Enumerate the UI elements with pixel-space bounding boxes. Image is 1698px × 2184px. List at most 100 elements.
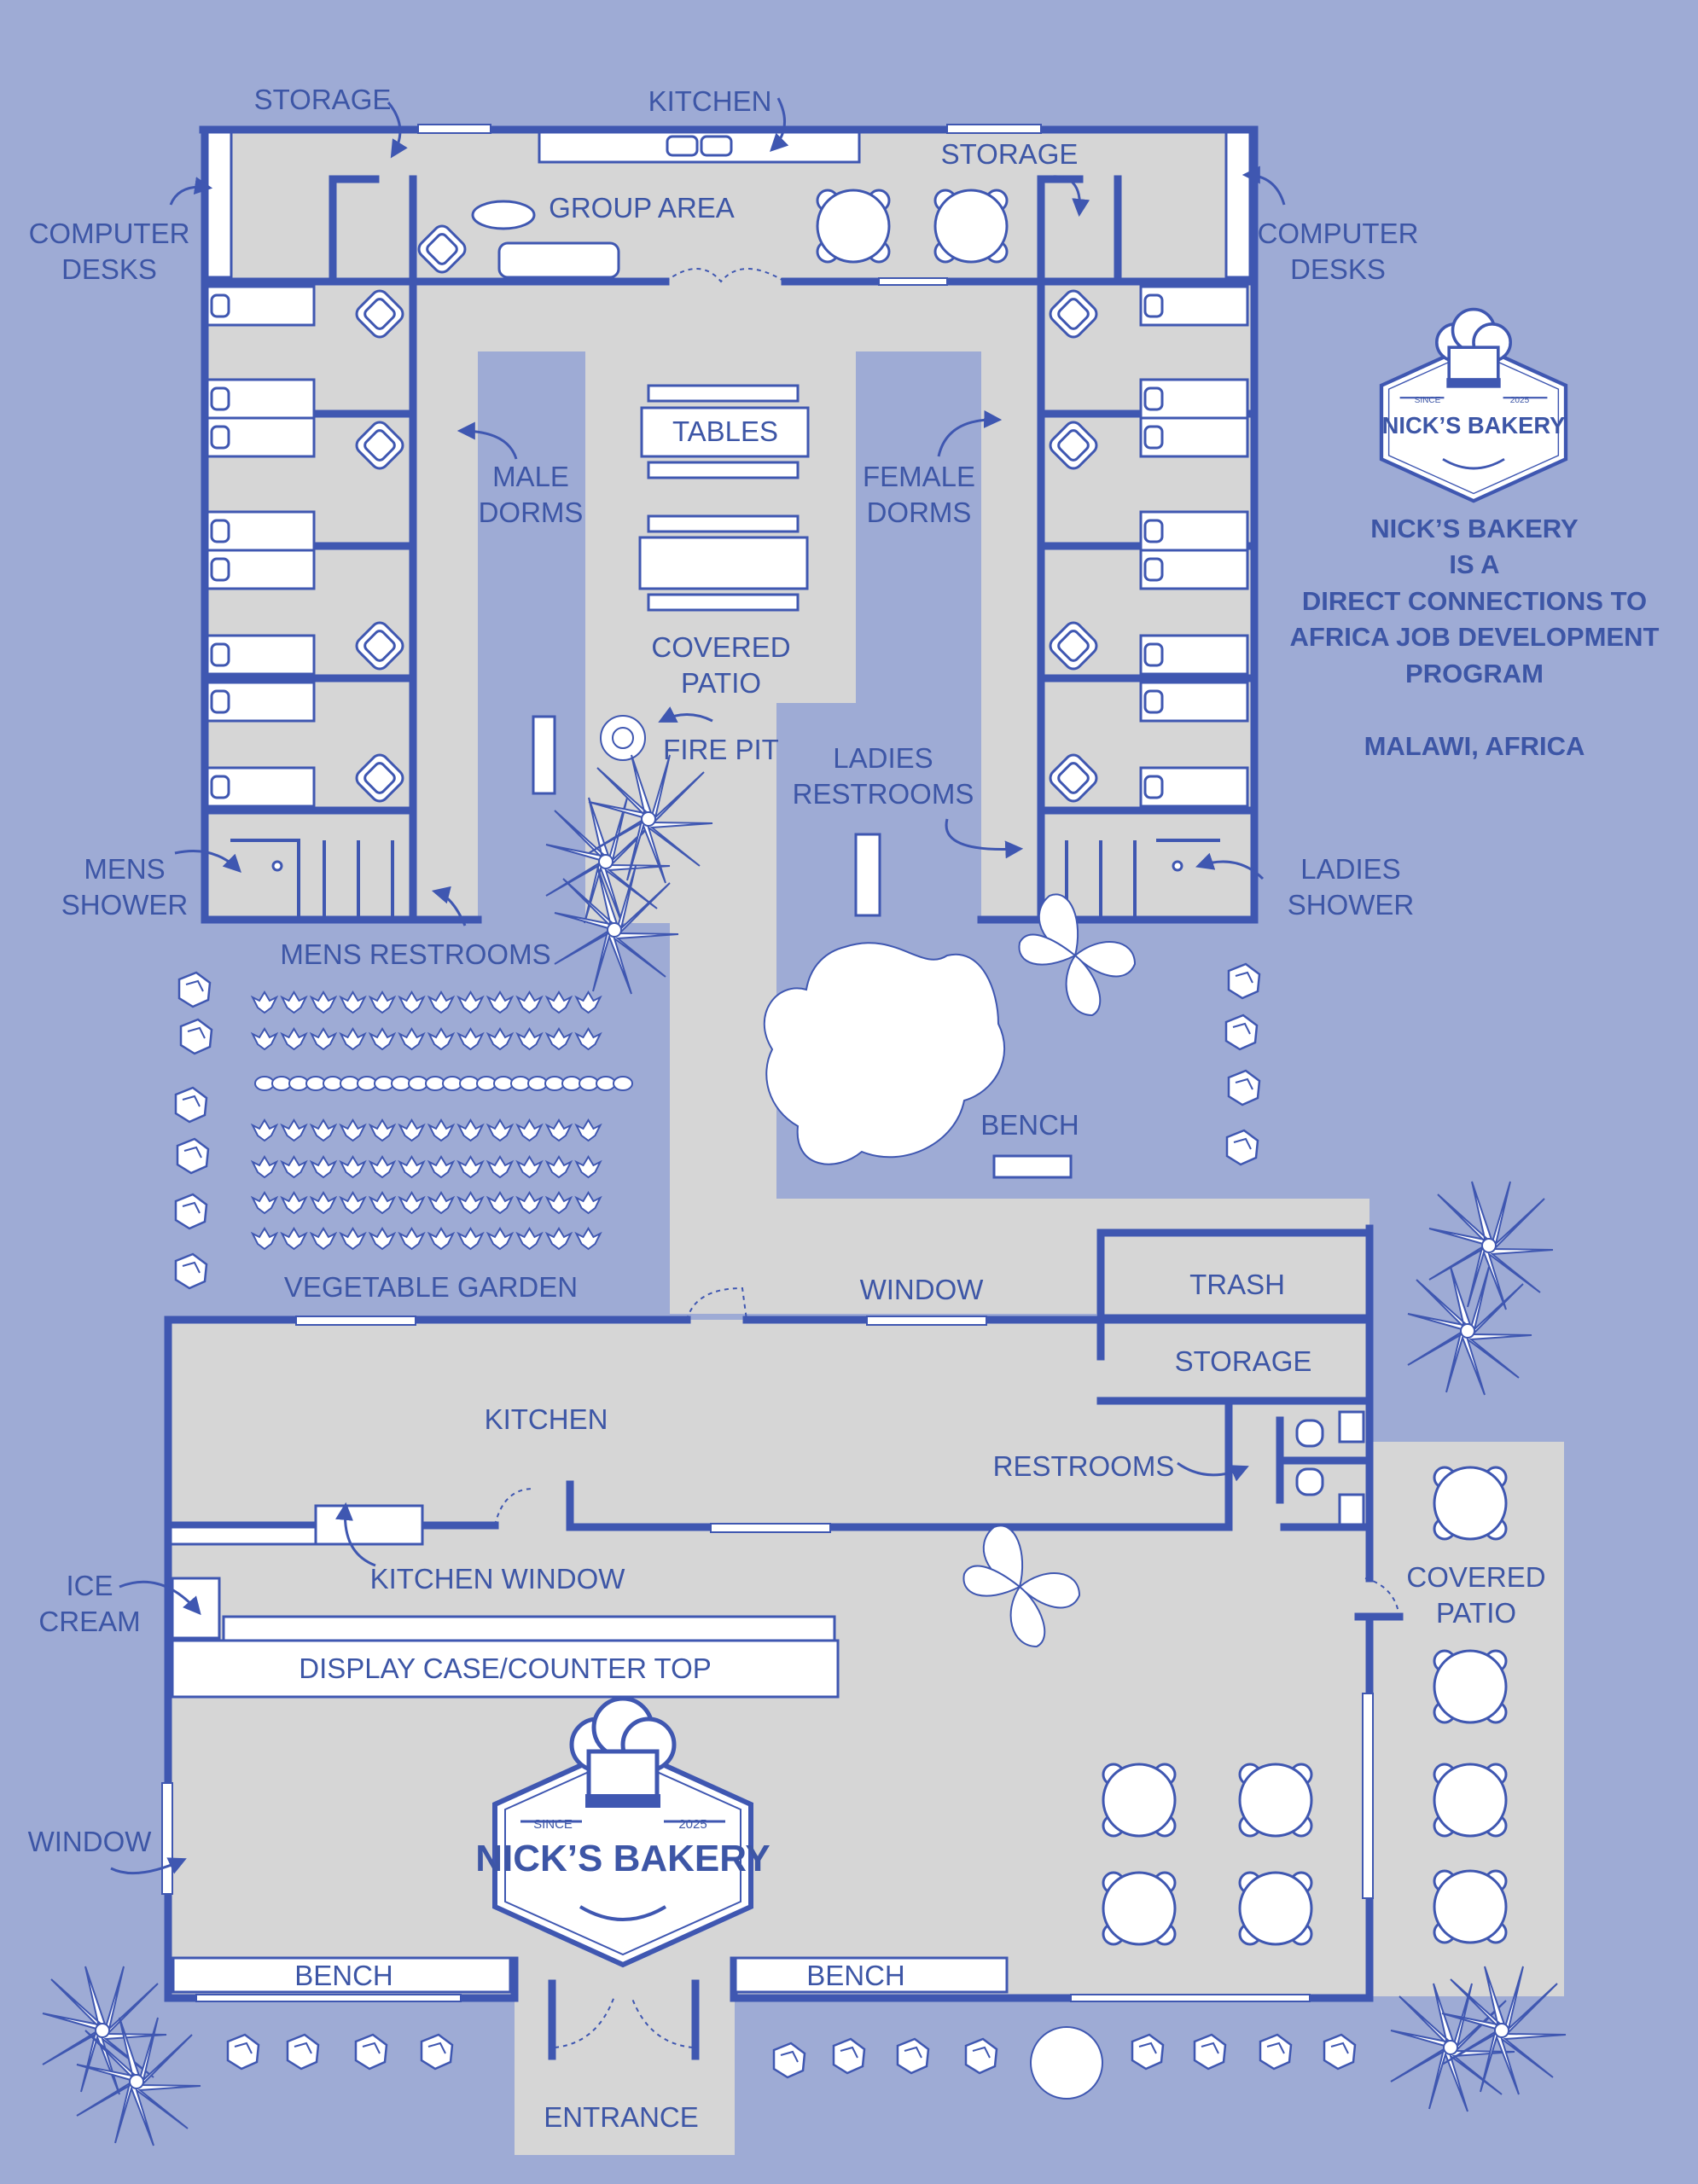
label-ice-cream-2: CREAM: [38, 1606, 140, 1637]
lawn-left: [478, 351, 585, 923]
storage-right-walls: [1037, 175, 1122, 286]
label-covered-patio-top-2: PATIO: [681, 667, 761, 699]
female-side-courtyard: [856, 351, 981, 703]
label-ladies-restrooms-1: LADIES: [833, 742, 933, 774]
window: [710, 1523, 831, 1533]
bakery-outer-wall: [164, 1224, 1374, 2002]
vegetable-plant: [369, 1028, 395, 1050]
bed: [1139, 549, 1249, 590]
bed: [1139, 416, 1249, 458]
patio-bench: [647, 461, 800, 479]
vegetable-garden: [252, 991, 633, 1250]
bench-right: [734, 1956, 1009, 1994]
palm-tree: [1428, 1181, 1554, 1310]
garden-stone: [544, 1076, 565, 1091]
garden-stone: [613, 1076, 633, 1091]
bakery-building: [161, 1224, 1564, 2155]
counter-top: [171, 1639, 840, 1699]
logo-since: SINCE: [1415, 396, 1441, 405]
label-computer-desks-right-1: COMPUTER: [1258, 218, 1419, 249]
top-kitchen-counter: [538, 131, 861, 164]
vegetable-plant: [369, 1228, 395, 1250]
trash-storage-walls: [1096, 1228, 1374, 1405]
label-tables: TABLES: [672, 415, 778, 447]
kitchen-window-counter: [314, 1504, 424, 1546]
bed: [1139, 285, 1249, 327]
patio-bench: [647, 384, 800, 403]
dining-table: [1102, 1871, 1177, 1946]
info-location: MALAWI, AFRICA: [1364, 731, 1585, 761]
label-ladies-restrooms-2: RESTROOMS: [793, 778, 974, 810]
toilet: [1338, 1493, 1365, 1526]
garden-bench: [854, 833, 881, 917]
label-kitchen-top: KITCHEN: [648, 85, 772, 117]
vegetable-plant: [457, 1028, 484, 1050]
patio-table: [640, 406, 810, 458]
patio-table: [638, 536, 809, 590]
vegetable-plant: [398, 991, 425, 1014]
logo-year: 2025: [1510, 396, 1530, 405]
vegetable-plant: [281, 1192, 307, 1214]
garden-stone: [510, 1076, 531, 1091]
window: [1070, 1994, 1311, 2002]
label-display-case: DISPLAY CASE/COUNTER TOP: [299, 1653, 712, 1684]
vegetable-plant: [457, 1192, 484, 1214]
bed: [206, 510, 316, 552]
label-computer-desks-left-1: COMPUTER: [29, 218, 190, 249]
vegetable-plant: [575, 991, 602, 1014]
vegetable-plant: [340, 1028, 366, 1050]
bed: [206, 416, 316, 458]
label-male-dorms-1: MALE: [492, 461, 569, 492]
label-window-left: WINDOW: [28, 1826, 153, 1857]
garden-stone: [305, 1076, 326, 1091]
garden-stone: [254, 1076, 275, 1091]
label-storage-top-right: STORAGE: [941, 138, 1079, 170]
computer-desk-right: [1224, 131, 1252, 279]
bakery-logo-large: NICK’S BAKERY SINCE 2025: [475, 1699, 770, 1965]
vegetable-plant: [252, 1028, 277, 1050]
vegetable-plant: [311, 1119, 336, 1141]
garden-stone: [374, 1076, 394, 1091]
sink: [1295, 1419, 1324, 1448]
info-line-1: NICK’S BAKERY: [1370, 514, 1579, 543]
vegetable-plant: [575, 1156, 602, 1178]
label-bench-garden: BENCH: [980, 1109, 1079, 1141]
vegetable-plant: [516, 1119, 543, 1141]
label-arrows: [110, 97, 1286, 1875]
garden-stone: [596, 1076, 616, 1091]
label-mens-shower-1: MENS: [84, 853, 165, 885]
vegetable-plant: [457, 991, 484, 1014]
label-group-area: GROUP AREA: [549, 192, 735, 224]
dining-table: [1238, 1763, 1313, 1838]
vegetable-plant: [340, 991, 366, 1014]
garden-stone: [459, 1076, 480, 1091]
vegetable-plant: [252, 1156, 277, 1178]
label-bench-right: BENCH: [806, 1960, 905, 1991]
label-female-dorms-1: FEMALE: [863, 461, 975, 492]
ladies-shower-drain: [1172, 860, 1183, 872]
mens-shower-drain: [271, 860, 283, 872]
label-ladies-shower-1: LADIES: [1300, 853, 1400, 885]
garden-stone: [357, 1076, 377, 1091]
garden-stone: [340, 1076, 360, 1091]
group-table: [471, 200, 536, 230]
info-line-3: DIRECT CONNECTIONS TO: [1302, 586, 1647, 616]
tree: [763, 942, 1006, 1165]
vegetable-plant: [281, 1228, 307, 1250]
vegetable-plant: [428, 1156, 454, 1178]
label-mens-restrooms: MENS RESTROOMS: [280, 938, 550, 970]
vegetable-plant: [575, 1228, 602, 1250]
label-vegetable-garden: VEGETABLE GARDEN: [284, 1271, 578, 1303]
vegetable-plant: [487, 1156, 513, 1178]
label-bench-left: BENCH: [294, 1960, 393, 1991]
vegetable-plant: [428, 1119, 454, 1141]
vegetable-plant: [516, 1192, 543, 1214]
logo-since: SINCE: [533, 1817, 573, 1832]
label-covered-patio-bottom-2: PATIO: [1436, 1597, 1516, 1629]
garden-stone: [442, 1076, 462, 1091]
sink: [666, 135, 699, 157]
vegetable-plant: [398, 1228, 425, 1250]
vegetable-plant: [252, 1228, 277, 1250]
vegetable-plant: [575, 1119, 602, 1141]
